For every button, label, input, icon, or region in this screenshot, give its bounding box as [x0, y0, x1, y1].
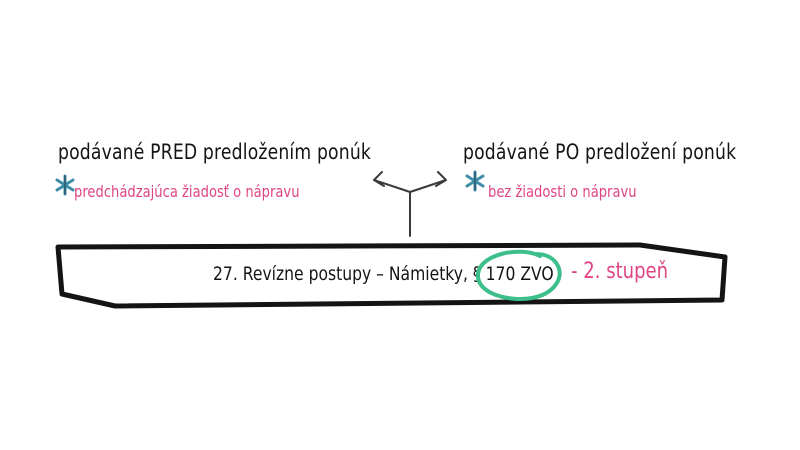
stage-label: - 2. stupeň [571, 259, 669, 284]
right-heading: podávané PO predložení ponúk [463, 140, 737, 164]
asterisk-icon [465, 170, 485, 192]
banner-title: 27. Revízne postupy – Námietky, § 170 ZV… [213, 263, 554, 285]
asterisk-icon [55, 174, 75, 196]
fork-arrow-icon [373, 171, 447, 237]
left-heading: podávané PRED predložením ponúk [58, 140, 372, 164]
left-note: predchádzajúca žiadosť o nápravu [74, 182, 300, 201]
highlight-circle [476, 249, 562, 301]
right-note: bez žiadosti o nápravu [488, 182, 637, 201]
